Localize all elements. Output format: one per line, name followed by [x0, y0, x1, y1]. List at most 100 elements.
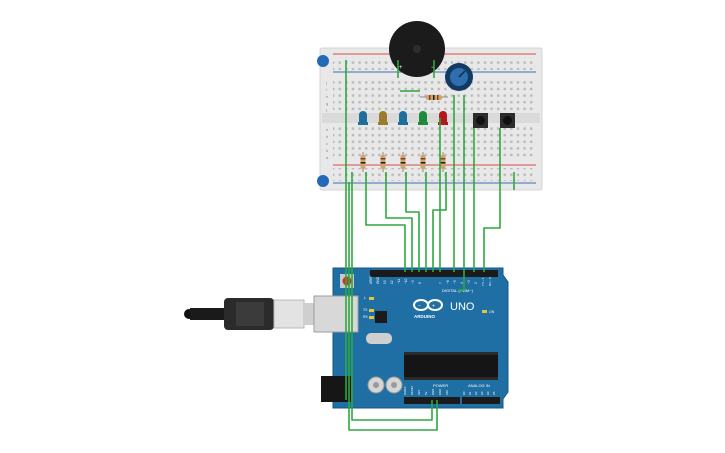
led-red[interactable]	[438, 111, 448, 125]
pin-label: RESET	[410, 385, 414, 395]
buzzer-plus-label: +	[399, 65, 403, 71]
terminal-strip-bottom	[333, 126, 536, 159]
pin-label: ~5	[453, 280, 457, 284]
rx-label: RX	[363, 315, 369, 319]
row-letter: a	[326, 155, 329, 160]
pin-label: AREF	[369, 275, 373, 284]
usb-cable[interactable]	[184, 298, 314, 330]
row-letter: b	[326, 148, 329, 153]
row-letter: c	[326, 141, 328, 146]
pin-label: TX→1	[481, 277, 485, 286]
pin-label: 3V3	[417, 390, 421, 395]
center-channel	[322, 113, 540, 123]
rail-marker-top[interactable]	[317, 55, 329, 67]
pin-label: 13	[383, 280, 387, 284]
wire[interactable]	[458, 95, 465, 291]
digital-header	[370, 270, 498, 277]
pin-label: ~11	[397, 279, 401, 284]
row-letter: f	[326, 108, 328, 113]
wire[interactable]	[405, 172, 420, 272]
led-blue-2[interactable]	[398, 111, 408, 125]
usb-socket	[313, 295, 359, 333]
pin-label: A5	[492, 391, 496, 395]
power-rail-bottom	[333, 168, 536, 181]
wire[interactable]	[365, 172, 406, 272]
push-button-2[interactable]	[500, 113, 515, 128]
on-led	[482, 310, 487, 313]
push-buttons	[473, 113, 515, 128]
resistor[interactable]	[400, 152, 406, 172]
pin-label: ~10	[404, 278, 408, 284]
leds	[358, 111, 448, 125]
buzzer[interactable]: + −	[389, 21, 445, 77]
pin-label: 12	[390, 280, 394, 284]
terminal-strip-top	[333, 78, 536, 111]
pin-label: ~9	[411, 280, 415, 284]
digital-header-label: DIGITAL (PWM~)	[442, 288, 474, 293]
led-yellow[interactable]	[378, 111, 388, 125]
wires	[345, 60, 515, 431]
pin-label: VIN	[445, 390, 449, 395]
pin-label: GND	[376, 276, 380, 284]
row-letter: d	[326, 134, 328, 139]
svg-text:−: −	[418, 303, 421, 309]
pin-label: ~6	[446, 280, 450, 284]
power-header-label: POWER	[433, 383, 448, 388]
tx-led	[369, 309, 374, 312]
usb-chip	[375, 311, 387, 323]
wire[interactable]	[351, 172, 433, 421]
pin-label: 8	[418, 282, 422, 284]
resistor[interactable]	[380, 152, 386, 172]
pin-label: A1	[468, 391, 472, 395]
pin-label: IOREF	[403, 386, 407, 395]
svg-text:+: +	[432, 304, 435, 310]
pin-label: GND	[438, 389, 442, 395]
row-letter: j	[325, 80, 327, 85]
push-button-1[interactable]	[473, 113, 488, 128]
tx-label: TX	[363, 308, 368, 312]
row-letter: i	[326, 87, 327, 92]
analog-header	[462, 397, 500, 404]
reset-button[interactable]	[342, 276, 352, 286]
pin-label: 2	[474, 282, 478, 284]
arduino-logo: − +	[413, 299, 443, 311]
pin-label: A2	[474, 391, 478, 395]
resistor[interactable]	[420, 152, 426, 172]
resistor-top[interactable]	[420, 95, 448, 100]
pin-label: 4	[460, 282, 464, 284]
crystal	[366, 333, 392, 344]
l-led	[369, 297, 374, 300]
pot-indicator	[458, 70, 466, 78]
breadboard: j i h g f e d c b a	[317, 47, 543, 191]
potentiometer[interactable]	[445, 63, 473, 91]
led-blue-1[interactable]	[358, 111, 368, 125]
resistors-bottom	[360, 152, 446, 172]
pin-label: 5V	[424, 391, 428, 395]
analog-header-label: ANALOG IN	[468, 383, 490, 388]
pin-label: A3	[480, 391, 484, 395]
model-label: UNO	[450, 301, 475, 313]
arduino-uno[interactable]: AREF GND 13 12 ~11 ~10 ~9 8 7 ~6 ~5 4 ~3…	[313, 267, 509, 409]
atmega-chip	[404, 352, 498, 380]
pin-label: GND	[431, 389, 435, 395]
buzzer-center	[413, 45, 421, 53]
wire[interactable]	[385, 172, 413, 272]
l-label: L	[364, 296, 366, 300]
resistor[interactable]	[360, 152, 366, 172]
pin-label: ~3	[467, 280, 471, 284]
wire[interactable]	[348, 182, 438, 431]
resistor[interactable]	[440, 152, 446, 172]
brand-label: ARDUINO	[414, 314, 435, 319]
pin-label: RX←0	[488, 277, 492, 286]
pin-label: A0	[462, 391, 466, 395]
led-green[interactable]	[418, 111, 428, 125]
buzzer-minus-label: −	[431, 65, 435, 71]
rx-led	[369, 316, 374, 319]
row-letter: g	[326, 101, 328, 106]
row-letter: e	[326, 127, 329, 132]
wire[interactable]	[483, 128, 501, 272]
pin-label: 7	[439, 282, 443, 284]
pin-label: A4	[486, 391, 490, 395]
rail-marker-bottom[interactable]	[317, 175, 329, 187]
